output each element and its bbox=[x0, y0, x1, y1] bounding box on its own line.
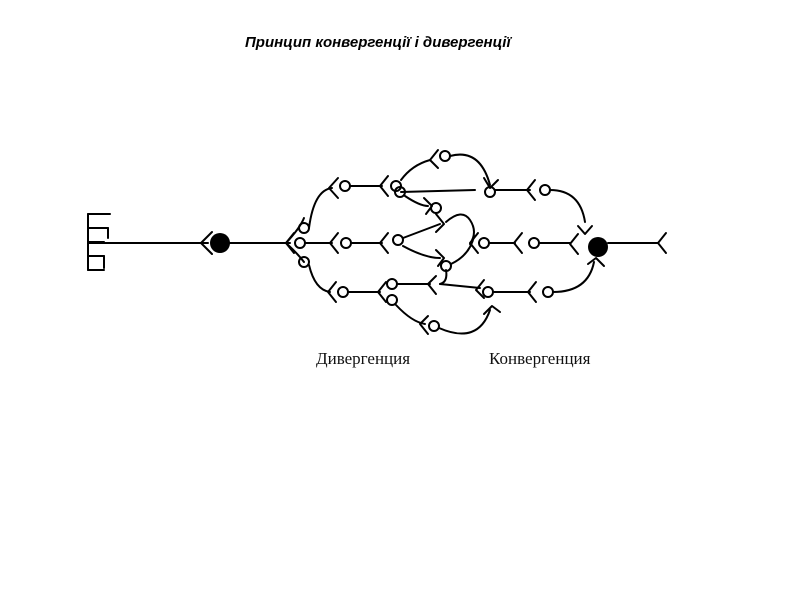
axon-segment bbox=[449, 153, 491, 186]
synapse-chevron bbox=[435, 213, 445, 233]
synapse-chevron bbox=[379, 232, 389, 254]
axon-segment bbox=[552, 261, 595, 293]
afferent-neuron-body bbox=[210, 233, 230, 253]
neuron-body bbox=[386, 294, 398, 306]
neuron-body bbox=[392, 234, 404, 246]
dendrite bbox=[395, 304, 426, 325]
synapse-chevron bbox=[429, 149, 439, 169]
neuron-body bbox=[428, 320, 440, 332]
dendrite bbox=[439, 269, 448, 285]
dendrite bbox=[400, 159, 431, 181]
synapse-chevron bbox=[328, 177, 339, 199]
convergence-label: Конвергенция bbox=[489, 349, 591, 368]
neuron-body bbox=[482, 286, 494, 298]
synapse-chevron bbox=[469, 232, 479, 254]
dendrite bbox=[402, 223, 441, 239]
synapse-chevron bbox=[483, 305, 501, 315]
neuron-body bbox=[528, 237, 540, 249]
slide-title: Принцип конвергенції і дивергенції bbox=[245, 34, 511, 51]
neuron-body bbox=[298, 222, 310, 234]
dendrite bbox=[308, 264, 331, 293]
neuron-body bbox=[542, 286, 554, 298]
axon-segment bbox=[438, 309, 491, 335]
neuron-body bbox=[340, 237, 352, 249]
dendrite bbox=[404, 195, 429, 207]
synapse-chevron bbox=[377, 281, 387, 303]
synapse-chevron bbox=[329, 232, 339, 254]
axon-segment bbox=[400, 189, 476, 193]
neuron-body bbox=[294, 237, 306, 249]
synapse-chevron bbox=[577, 225, 593, 235]
dendrite bbox=[402, 245, 441, 259]
neuron-body bbox=[298, 256, 310, 268]
synapse-chevron bbox=[513, 232, 523, 254]
neuron-body bbox=[337, 286, 349, 298]
synapse-chevron bbox=[427, 275, 437, 295]
terminal-chevron bbox=[657, 232, 667, 254]
dendrite bbox=[308, 187, 333, 229]
divergence-label: Дивергенция bbox=[316, 349, 411, 368]
synapse-chevron bbox=[327, 281, 337, 303]
synapse-chevron bbox=[569, 233, 579, 255]
synapse-chevron bbox=[379, 175, 389, 197]
synapse-chevron bbox=[285, 232, 295, 254]
synapse-chevron bbox=[435, 249, 445, 267]
synapse-chevron bbox=[475, 279, 485, 299]
synapse-chevron bbox=[200, 231, 213, 255]
neuron-body bbox=[339, 180, 351, 192]
neuron-body bbox=[539, 184, 551, 196]
neuron-body bbox=[478, 237, 490, 249]
neuron-body bbox=[439, 150, 451, 162]
synapse-chevron bbox=[526, 179, 536, 201]
synapse-chevron bbox=[419, 315, 429, 335]
synapse-chevron bbox=[527, 281, 537, 303]
neuron-body bbox=[386, 278, 398, 290]
neuron-body bbox=[430, 202, 442, 214]
axon-segment bbox=[549, 189, 586, 223]
axon-segment bbox=[445, 213, 475, 245]
dendrite bbox=[450, 235, 475, 265]
neuron-body bbox=[484, 186, 496, 198]
axon-segment bbox=[439, 283, 481, 289]
synapse-chevron bbox=[587, 257, 605, 267]
efferent-neuron-body bbox=[588, 237, 608, 257]
neuron-body bbox=[394, 186, 406, 198]
